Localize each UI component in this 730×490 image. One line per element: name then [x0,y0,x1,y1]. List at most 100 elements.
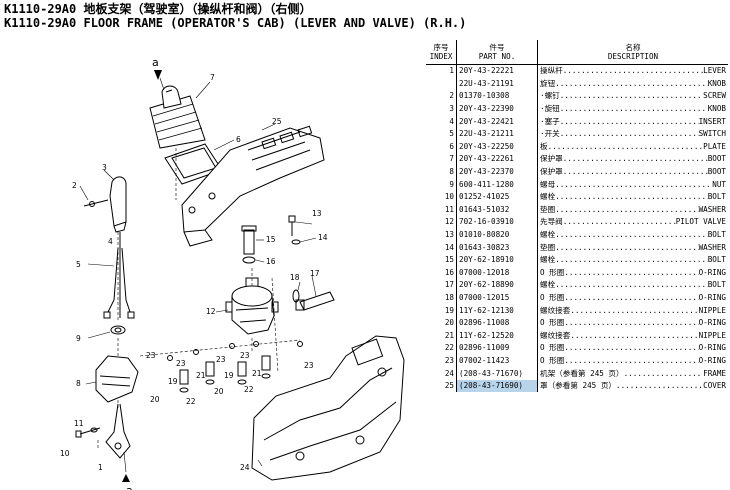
row-part-number: 20Y-62-18910 [456,253,538,267]
header-part-no: 件号 PART NO. [456,40,538,65]
cover-25-drawing [181,125,325,247]
description-en: LEVER [703,66,726,76]
description-cn: 螺母 [540,179,556,189]
row-index: 18 [426,291,457,305]
row-part-number: 20Y-43-22250 [456,140,538,154]
leader-dots: ........................................… [564,318,699,328]
oring-18-drawing [292,289,300,303]
leader-dots: ........................................… [564,267,699,277]
callout-10: 10 [60,449,70,458]
callout-23-c: 23 [216,355,226,364]
description-en: WASHER [698,242,726,252]
exploded-parts-diagram: a 7 6 25 3 2 4 5 9 8 11 10 1 a 13 14 15 … [60,56,405,490]
description-en: NIPPLE [698,305,726,315]
row-index: 25 [426,379,457,393]
description-en: PILOT VALVE [675,217,726,227]
bolt-10-drawing [75,427,101,438]
leader-dots: ........................................… [559,116,699,126]
leader-dots: ........................................… [555,280,708,290]
callout-a-bottom: a [126,484,133,490]
description-en: SCREW [703,91,726,101]
description-en: O-RING [698,292,726,302]
callout-21-a: 21 [196,371,206,380]
washer-14-drawing [291,239,301,245]
description-cn: 保护罩 [540,167,563,177]
row-index: 6 [426,140,457,154]
row-part-number: 22U-43-21191 [456,77,538,91]
callout-23-b: 23 [176,359,186,368]
description-en: BOLT [707,230,726,240]
leader-dots: ........................................… [562,167,708,177]
callout-24: 24 [240,463,250,472]
leader-lines [79,77,317,473]
knob-3-drawing [83,176,127,233]
leader-dots: ........................................… [570,330,699,340]
row-index: 7 [426,153,457,166]
description-en: NIPPLE [698,330,726,340]
callout-19-b: 19 [224,371,234,380]
row-part-number: 01643-51032 [456,203,538,217]
leader-dots: ........................................… [562,66,703,76]
header-description: 名称 DESCRIPTION [537,40,728,65]
leader-dots: ........................................… [616,381,704,391]
row-index: 3 [426,102,457,116]
callout-18: 18 [290,273,300,282]
leader-dots: ........................................… [547,141,704,151]
lever-1-drawing [105,403,131,459]
row-index: 24 [426,367,457,380]
leader-dots: ........................................… [555,204,698,214]
boot-7-drawing [149,85,206,149]
leader-dots: ........................................… [623,368,704,378]
title-chinese: K1110-29A0 地板支架（驾驶室）（操纵杆和阀）（右侧） [4,2,312,16]
row-part-number: 07002-11423 [456,354,538,368]
row-description: 保护罩BOOT.................................… [538,153,729,166]
row-description: ·开关SWITCH...............................… [538,128,729,141]
row-part-number: (208-43-71690) [456,379,538,393]
callout-9: 9 [76,334,81,343]
row-part-number: (208-43-71670) [456,367,538,380]
header-desc-en: DESCRIPTION [607,52,659,61]
callout-12: 12 [206,307,216,316]
header-index-en: INDEX [429,52,453,61]
callout-19-a: 19 [168,377,178,386]
callout-21-b: 21 [252,369,262,378]
description-cn: 螺栓 [540,192,556,202]
description-cn: O 形圈 [540,292,565,302]
description-cn: 保护罩 [540,154,563,164]
callout-22-b: 22 [244,385,254,394]
nut-9-drawing [110,325,126,335]
callout-8: 8 [76,379,81,388]
row-description: 垫圈WASHER................................… [538,204,729,217]
callout-2: 2 [72,181,77,190]
description-cn: 罩（参看第 245 页） [540,381,617,391]
description-cn: 机架（参看第 245 页） [540,368,624,378]
callout-3: 3 [102,163,107,172]
pilot-valve-12-drawing [225,277,279,335]
description-en: KNOB [707,78,726,88]
description-cn: 板 [540,141,548,151]
row-description: 罩（参看第 245 页）COVER.......................… [538,380,729,393]
frame-24-drawing [251,335,405,481]
row-description: 板 PLATE..................................… [538,141,729,154]
row-part-number: 22U-43-21211 [456,127,538,141]
row-description: 旋钮KNOB..................................… [538,78,729,91]
row-index: 17 [426,279,457,292]
description-en: PLATE [703,141,726,151]
description-cn: 先导阀 [540,217,563,227]
callout-25: 25 [272,117,282,126]
row-index: 23 [426,354,457,368]
row-description: ·塞子INSERT...............................… [538,115,729,128]
callout-7: 7 [210,73,215,82]
row-description: 螺纹接套NIPPLE..............................… [538,329,729,342]
